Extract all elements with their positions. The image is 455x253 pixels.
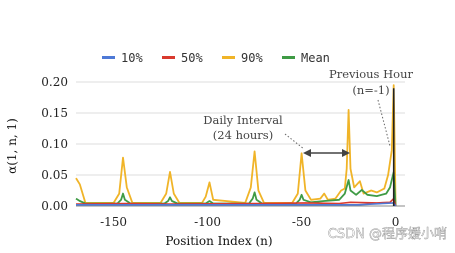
y-tick-label: 0.05 xyxy=(41,168,68,182)
y-tick-label: 0.10 xyxy=(41,137,68,151)
annotation-daily-interval: Daily Interval (24 hours) xyxy=(203,113,350,157)
x-tick-label: -100 xyxy=(194,215,221,229)
legend-swatch-10 xyxy=(102,56,115,59)
legend-label-90: 90% xyxy=(241,51,263,65)
y-tick-label: 0.20 xyxy=(41,75,68,89)
x-tick-label: -150 xyxy=(100,215,127,229)
y-tick-label: 0.00 xyxy=(41,199,68,213)
x-tick-label: -50 xyxy=(292,215,311,229)
x-tick-label: 0 xyxy=(392,215,400,229)
legend: 10% 50% 90% Mean xyxy=(102,51,330,65)
legend-label-10: 10% xyxy=(121,51,143,65)
annotation-previous-hour-leader xyxy=(377,99,391,147)
x-axis-title: Position Index (n) xyxy=(165,234,272,248)
series-line-50 xyxy=(75,197,397,207)
annotation-previous-hour-line2: (n=-1) xyxy=(352,83,389,97)
annotation-daily-interval-leader xyxy=(284,133,305,150)
annotation-daily-interval-arrowhead-right xyxy=(342,149,350,157)
gridlines xyxy=(76,81,405,207)
legend-swatch-mean xyxy=(282,56,295,59)
series-line-mean xyxy=(75,171,397,207)
watermark: CSDN @程序媛小哨 xyxy=(328,227,447,242)
x-axis-ticks: -150 -100 -50 0 xyxy=(100,215,399,229)
annotation-previous-hour-line1: Previous Hour xyxy=(329,67,413,81)
annotation-daily-interval-arrowhead-left xyxy=(303,149,311,157)
legend-swatch-50 xyxy=(162,56,175,59)
legend-label-50: 50% xyxy=(181,51,203,65)
series-lines xyxy=(75,84,397,207)
annotation-previous-hour: Previous Hour (n=-1) xyxy=(329,67,413,147)
legend-label-mean: Mean xyxy=(301,51,330,65)
y-tick-label: 0.15 xyxy=(41,106,68,120)
annotation-daily-interval-line1: Daily Interval xyxy=(203,113,283,127)
series-line-90 xyxy=(75,84,397,207)
legend-swatch-90 xyxy=(222,56,235,59)
y-axis-ticks: 0.00 0.05 0.10 0.15 0.20 xyxy=(41,75,68,213)
y-axis-title: α(1, n, 1) xyxy=(5,118,19,174)
annotation-daily-interval-line2: (24 hours) xyxy=(213,128,273,142)
